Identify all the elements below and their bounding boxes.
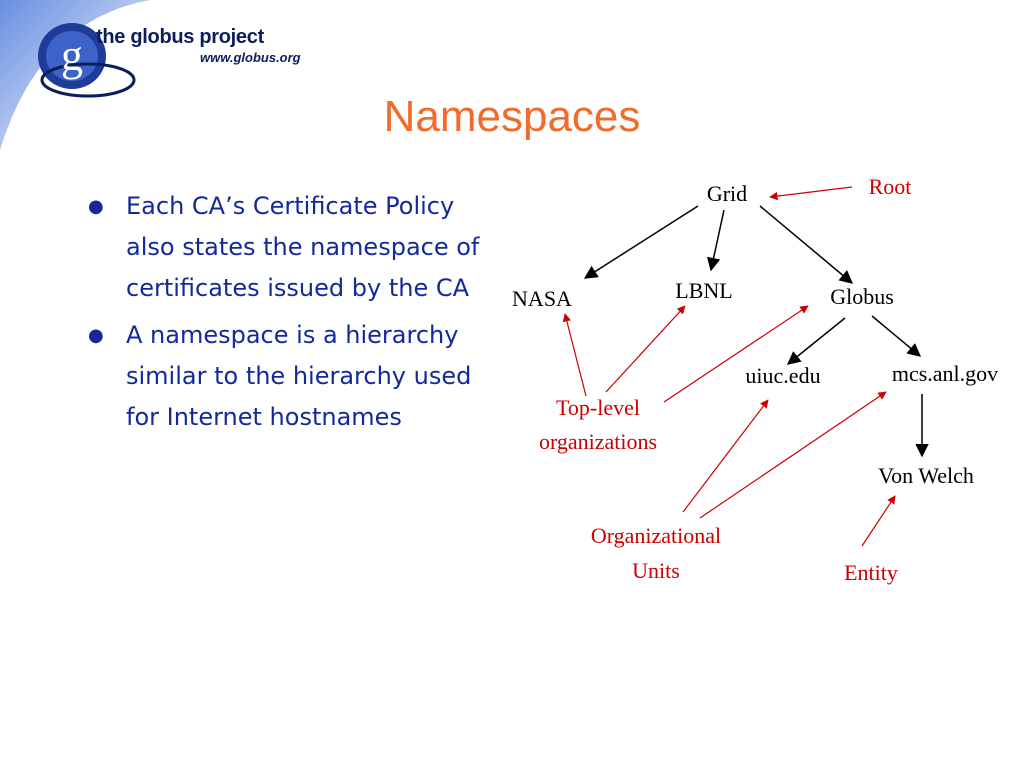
annot-root-arrow — [769, 186, 853, 201]
edge-grid-nasa — [583, 205, 699, 279]
brand-name: the globus project — [96, 26, 264, 48]
annot-orgunits-uiuc — [682, 399, 769, 513]
label-entity: Entity — [844, 560, 898, 585]
label-orgunits-1: Organizational — [591, 523, 721, 548]
bullet-dot-icon: ● — [88, 196, 104, 217]
bullet-list: ● Each CA’s Certificate Policy also state… — [86, 186, 506, 444]
page-title: Namespaces — [383, 92, 641, 141]
edge-grid-globus — [759, 205, 854, 284]
corner-decoration — [0, 0, 150, 150]
annot-orgunits-mcs — [699, 391, 887, 519]
annot-toplevel-nasa — [562, 313, 587, 397]
edge-globus-mcs — [871, 315, 922, 357]
edge-grid-lbnl — [706, 209, 725, 272]
annot-toplevel-globus — [663, 305, 809, 403]
edge-globus-uiuc — [786, 317, 846, 365]
annot-entity-vonwelch — [861, 495, 896, 547]
bullet-dot-icon: ● — [88, 325, 104, 346]
globus-logo-icon: g — [38, 23, 136, 98]
logo-letter: g — [61, 31, 83, 80]
bullet-item: ● Each CA’s Certificate Policy also state… — [86, 186, 506, 309]
node-grid: Grid — [707, 181, 747, 206]
node-nasa: NASA — [512, 286, 572, 311]
bullet-item: ● A namespace is a hierarchy similar to t… — [86, 315, 506, 438]
annot-toplevel-lbnl — [605, 305, 686, 393]
label-toplevel-1: Top-level — [556, 395, 640, 420]
bullet-text: Each CA’s Certificate Policy also states… — [126, 192, 480, 302]
node-globus: Globus — [830, 284, 894, 309]
label-orgunits-2: Units — [632, 558, 680, 583]
label-toplevel-2: organizations — [539, 429, 657, 454]
node-mcs: mcs.anl.gov — [892, 361, 998, 386]
label-root: Root — [869, 174, 912, 199]
bullet-text: A namespace is a hierarchy similar to th… — [126, 321, 472, 431]
node-vonwelch: Von Welch — [878, 463, 974, 488]
node-lbnl: LBNL — [675, 278, 732, 303]
brand-url: www.globus.org — [200, 50, 301, 65]
node-uiuc: uiuc.edu — [745, 363, 820, 388]
